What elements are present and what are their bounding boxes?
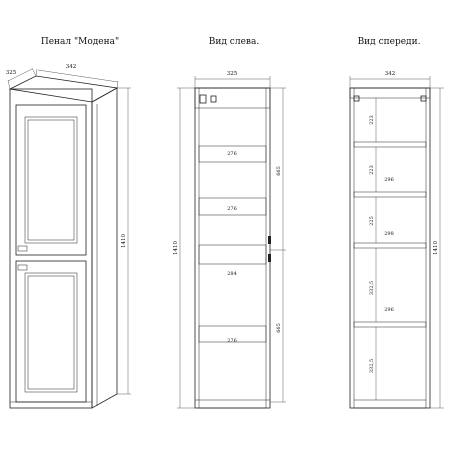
left-view-title: Вид слева. — [209, 37, 260, 47]
left-shelf-3 — [198, 244, 267, 265]
left-hinge-icon — [199, 94, 207, 104]
left-handle-lower-icon — [268, 254, 271, 262]
left-upper-height-label: 665 — [276, 166, 282, 176]
left-lower-height-label: 665 — [276, 323, 282, 333]
iso-handle-lower-icon — [17, 264, 28, 271]
front-hinge-left-icon — [353, 95, 360, 102]
iso-upper-door-panel — [24, 116, 78, 244]
front-shelf-4 — [353, 321, 427, 328]
left-shelf-4-label: 276 — [227, 338, 237, 344]
front-shelf-3-label: 296 — [384, 307, 394, 313]
left-shelf-2-label: 276 — [227, 206, 237, 212]
iso-lower-door-panel — [24, 272, 78, 393]
iso-height-label: 1410 — [121, 234, 127, 248]
front-shelf-3 — [353, 242, 427, 249]
left-side-panel — [194, 87, 271, 409]
iso-width-label: 342 — [66, 64, 77, 70]
iso-side-face — [91, 87, 118, 409]
front-shelf-1 — [353, 141, 427, 148]
iso-depth-label: 325 — [6, 70, 17, 76]
left-shelf-2 — [198, 197, 267, 216]
left-shelf-4 — [198, 325, 267, 343]
front-shelf-1-label: 296 — [384, 177, 394, 183]
left-shelf-1-label: 276 — [227, 151, 237, 157]
front-section-3-label: 225 — [369, 216, 375, 226]
left-handle-upper-icon — [268, 236, 271, 244]
left-shelf-1 — [198, 145, 267, 163]
front-section-4-label: 332,5 — [369, 281, 375, 295]
front-shelf-2 — [353, 191, 427, 198]
left-total-height-label: 1410 — [173, 241, 179, 255]
front-total-height-label: 1410 — [433, 241, 439, 255]
front-view-title: Вид спереди. — [358, 37, 421, 47]
iso-front-face — [9, 88, 93, 409]
left-shelf-3-label: 284 — [227, 271, 237, 277]
front-view: 223 223 225 332,5 332,5 296 298 296 342 … — [349, 71, 444, 409]
front-hinge-right-icon — [420, 95, 427, 102]
front-shelf-2-label: 298 — [384, 231, 394, 237]
iso-upper-door — [15, 104, 87, 256]
isometric-view: 325 342 1410 — [6, 64, 131, 409]
front-section-5-label: 332,5 — [369, 359, 375, 373]
iso-handle-upper-icon — [17, 245, 28, 252]
iso-lower-door — [15, 260, 87, 403]
front-section-2-label: 223 — [369, 165, 375, 175]
front-width-label: 342 — [385, 71, 396, 77]
left-width-label: 325 — [227, 71, 238, 77]
iso-title: Пенал "Модена" — [41, 37, 119, 47]
front-section-1-label: 223 — [369, 115, 375, 125]
left-view: 276 276 284 276 325 1410 665 665 — [173, 71, 286, 409]
